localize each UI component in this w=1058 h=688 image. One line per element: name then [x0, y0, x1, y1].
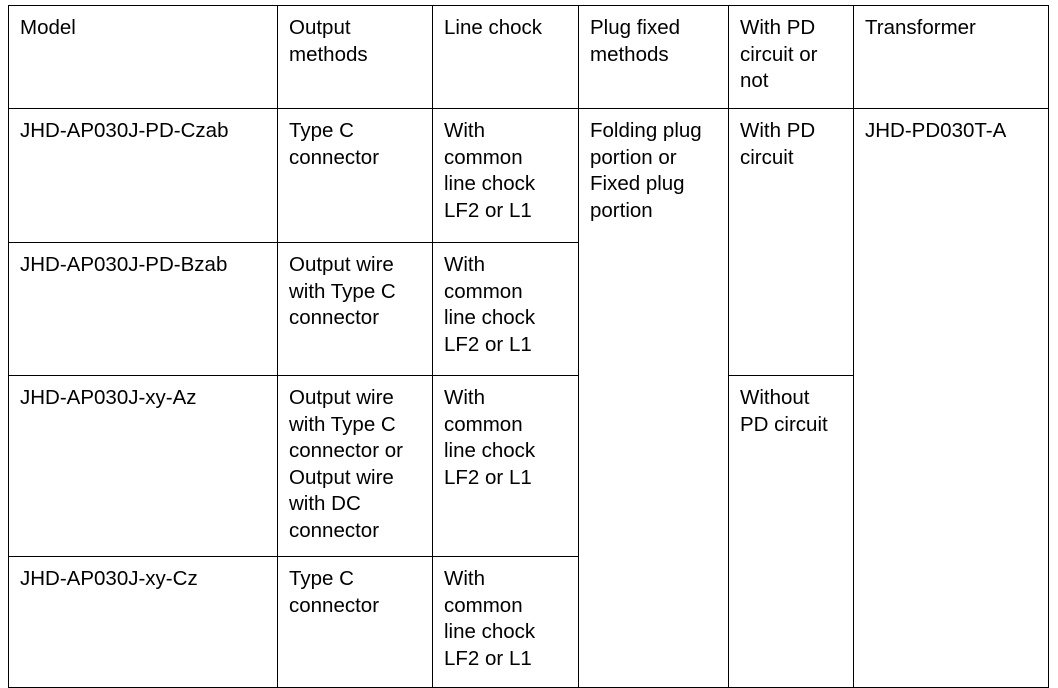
column-header-output-methods: Output methods [277, 5, 433, 109]
cell-model: JHD-AP030J-PD-Czab [8, 108, 278, 243]
table-row: JHD-AP030J-xy-Az Output wire with Type C… [8, 375, 1049, 688]
column-header-model: Model [8, 5, 278, 109]
cell-output-methods: Type C connector [277, 556, 433, 688]
table-header-row: Model Output methods Line chock Plug fix… [8, 5, 1049, 109]
cell-line-chock: With common line chock LF2 or L1 [432, 108, 579, 243]
cell-without-pd-circuit: Without PD circuit [728, 375, 854, 688]
cell-line-chock: With common line chock LF2 or L1 [432, 242, 579, 376]
cell-model: JHD-AP030J-PD-Bzab [8, 242, 278, 376]
column-header-line-chock: Line chock [432, 5, 579, 109]
column-header-transformer: Transformer [853, 5, 1049, 109]
cell-with-pd-circuit: With PD circuit [728, 108, 854, 376]
cell-line-chock: With common line chock LF2 or L1 [432, 375, 579, 557]
page-root: Model Output methods Line chock Plug fix… [8, 5, 1049, 688]
cell-output-methods: Type C connector [277, 108, 433, 243]
table-row: JHD-AP030J-PD-Czab Type C connector With… [8, 108, 1049, 688]
cell-model: JHD-AP030J-xy-Cz [8, 556, 278, 688]
cell-line-chock: With common line chock LF2 or L1 [432, 556, 579, 688]
cell-plug-fixed-methods: Folding plug portion or Fixed plug porti… [578, 108, 729, 688]
cell-transformer: JHD-PD030T-A [853, 108, 1049, 688]
cell-output-methods: Output wire with Type C connector or Out… [277, 375, 433, 557]
column-header-with-pd-circuit-or-not: With PD circuit or not [728, 5, 854, 109]
column-header-plug-fixed-methods: Plug fixed methods [578, 5, 729, 109]
model-specification-table: Model Output methods Line chock Plug fix… [8, 5, 1049, 688]
cell-output-methods: Output wire with Type C connector [277, 242, 433, 376]
cell-model: JHD-AP030J-xy-Az [8, 375, 278, 557]
table-row: JHD-AP030J-PD-Bzab Output wire with Type… [8, 242, 1049, 376]
